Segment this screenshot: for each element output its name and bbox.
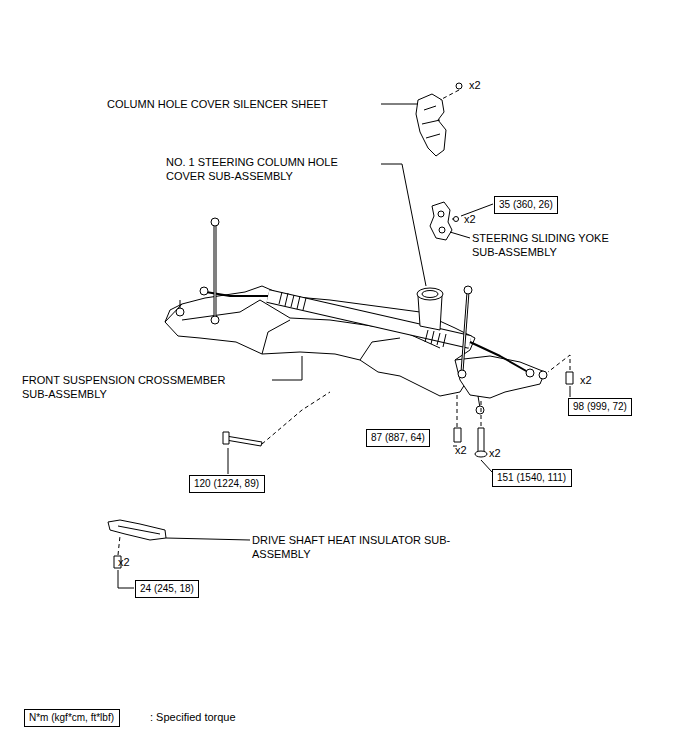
- torque-value: 24 (245, 18): [140, 583, 194, 595]
- bolt: [566, 372, 573, 384]
- torque-box: 24 (245, 18): [135, 580, 199, 598]
- torque-box: 35 (360, 26): [494, 196, 558, 214]
- torque-value: 35 (360, 26): [499, 199, 553, 211]
- part-name: : Specified torque: [150, 710, 236, 724]
- torque-box: 151 (1540, 111): [492, 469, 572, 487]
- part-name: STEERING SLIDING YOKE SUB-ASSEMBLY: [472, 231, 637, 259]
- part-name: DRIVE SHAFT HEAT INSULATOR SUB-ASSEMBLY: [252, 533, 457, 561]
- bolt: [454, 428, 461, 442]
- torque-value: 87 (887, 64): [371, 432, 425, 444]
- quantity-note: x2: [464, 212, 476, 226]
- torque-box: 120 (1224, 89): [189, 475, 265, 493]
- torque-box: 87 (887, 64): [366, 429, 430, 447]
- pinion-tube: [418, 296, 442, 330]
- quantity-note: x2: [580, 373, 592, 387]
- part-name: FRONT SUSPENSION CROSSMEMBER SUB-ASSEMBL…: [22, 373, 242, 401]
- torque-box: 98 (999, 72): [568, 398, 632, 416]
- bolt: [226, 436, 262, 446]
- quantity-note: x2: [489, 446, 501, 460]
- bolt: [478, 428, 484, 452]
- quantity-note: x2: [455, 443, 467, 457]
- silencer-sheet: [416, 94, 446, 156]
- quantity-note: x2: [118, 555, 130, 569]
- torque-value: 98 (999, 72): [573, 401, 627, 413]
- torque-value: 120 (1224, 89): [194, 478, 260, 490]
- sliding-yoke: [430, 202, 452, 240]
- lower-arm: [455, 356, 545, 398]
- quantity-note: x2: [469, 78, 481, 92]
- part-name: COLUMN HOLE COVER SILENCER SHEET: [107, 97, 328, 111]
- part-name: NO. 1 STEERING COLUMN HOLE COVER SUB-ASS…: [166, 155, 366, 183]
- nut: [456, 83, 462, 89]
- torque-value: 151 (1540, 111): [497, 472, 567, 484]
- torque-box: N*m (kgf*cm, ft*lbf): [24, 709, 120, 727]
- heat-insulator: [108, 520, 166, 540]
- torque-value: N*m (kgf*cm, ft*lbf): [29, 712, 115, 724]
